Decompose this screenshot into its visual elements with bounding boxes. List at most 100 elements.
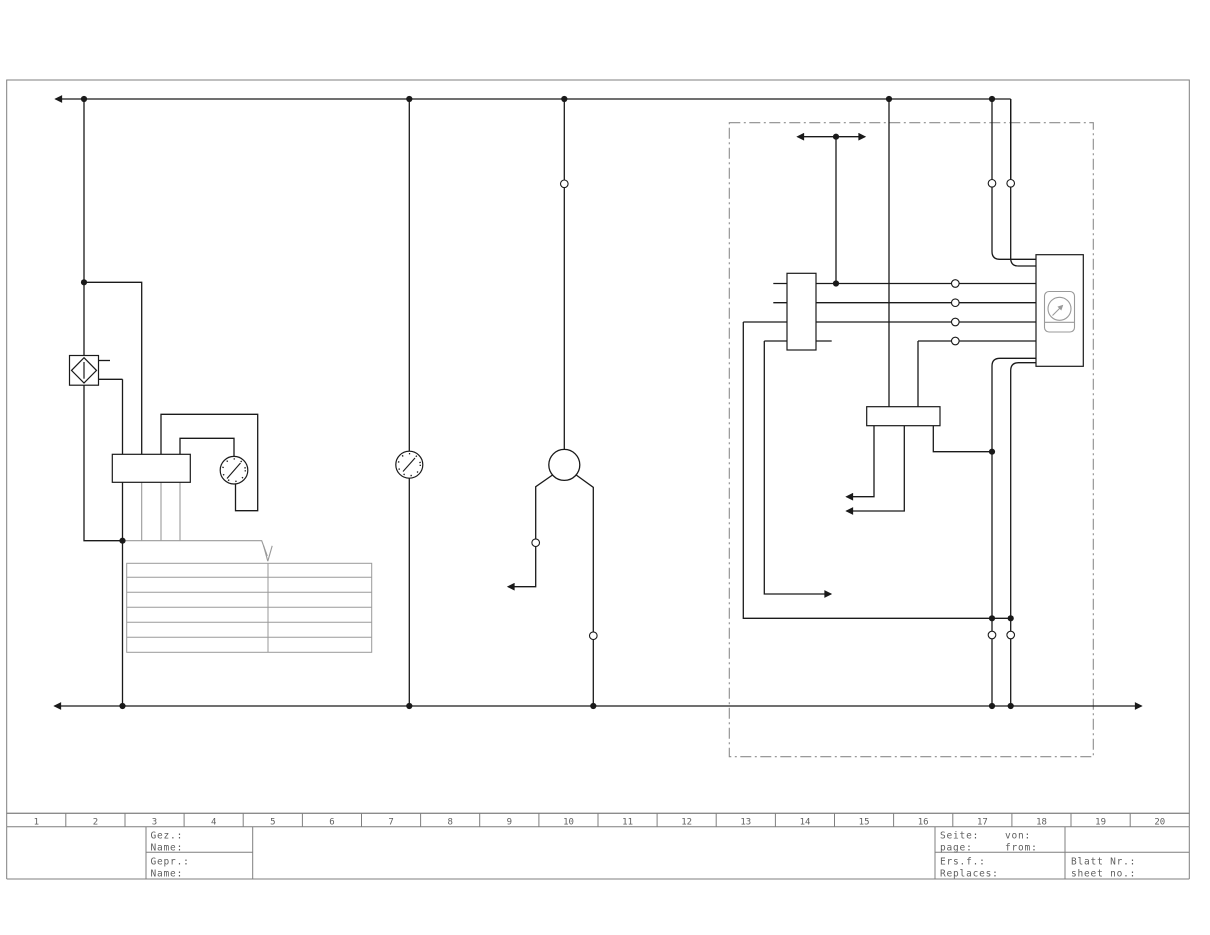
filter-output-wire (98, 378, 124, 706)
ersf-label: Ers.f.: (940, 857, 986, 868)
junction-leg-2 (845, 425, 905, 515)
control-block (111, 453, 191, 483)
gez-label: Gez.: (151, 831, 184, 842)
ruler-number: 5 (270, 818, 275, 828)
filter-branch-wire (83, 99, 123, 542)
contact-icon (987, 178, 997, 188)
from-label: from: (1005, 843, 1038, 854)
junction-dot (988, 702, 996, 710)
ruler-number: 2 (93, 818, 98, 828)
junction-dot (988, 95, 996, 103)
ruler-number: 13 (740, 818, 751, 828)
junction-dot (988, 615, 996, 622)
enclosure-boundary (728, 122, 1094, 758)
junction-dot (988, 448, 996, 455)
gauge1-loop-b (179, 437, 235, 457)
signal-line-4 (917, 340, 1036, 407)
table-pointer-line (122, 540, 268, 557)
controller-return-a (991, 357, 1036, 706)
ruler-number: 15 (859, 818, 870, 828)
controller-display-icon (1043, 290, 1076, 333)
filter-diamond-icon (70, 356, 98, 384)
ruler-number: 17 (977, 818, 988, 828)
gauge1-loop-a (160, 413, 259, 512)
filter-symbol (68, 354, 100, 386)
ruler-strip (6, 812, 1190, 828)
ruler-number: 18 (1036, 818, 1047, 828)
ruler-number: 6 (329, 818, 334, 828)
controller-feed-a (991, 99, 1036, 260)
von-label: von: (1005, 831, 1031, 842)
control-block-gray-leads (141, 482, 181, 541)
title-block (6, 826, 1190, 880)
ruler-number: 4 (211, 818, 216, 828)
junction-dots (80, 95, 1014, 710)
enclosure-return-loop (742, 322, 1011, 619)
gepr-label: Gepr.: (151, 857, 190, 868)
contact-icon (1006, 630, 1016, 640)
gauge2-ticks-icon (397, 453, 421, 477)
junction-dot (119, 537, 126, 544)
junction-dot (885, 95, 893, 103)
title-block-grid (6, 826, 1190, 880)
terminal-left-stubs (743, 282, 787, 342)
gauge-2 (395, 450, 424, 479)
controller-body (1035, 254, 1084, 367)
junction-dot (406, 702, 413, 710)
contact-icon (950, 317, 960, 327)
seite-label: Seite: (940, 831, 979, 842)
ruler-grid (6, 812, 1190, 828)
controller-feed-b (1010, 99, 1036, 267)
terminal-strip (786, 272, 817, 351)
enclosure-arrow-branch (763, 341, 833, 598)
contact-icon (950, 298, 960, 308)
filter-branch-tap (84, 281, 143, 455)
junction-dot (80, 279, 88, 286)
junction-leg-1 (845, 425, 875, 501)
contact-icon (531, 538, 541, 548)
controller-return-b (1010, 362, 1036, 706)
ruler-number: 9 (507, 818, 512, 828)
gauge-1 (219, 455, 249, 485)
ruler-number: 20 (1154, 818, 1165, 828)
sheet-no-label: sheet no.: (1071, 869, 1136, 880)
junction-dot (80, 95, 88, 103)
gez-name-label: Name: (151, 843, 184, 854)
junction-dot (1007, 615, 1014, 622)
gauge1-ticks-icon (221, 458, 246, 483)
ruler-number: 8 (447, 818, 452, 828)
contact-icon (950, 336, 960, 346)
contact-icon (1006, 178, 1016, 188)
pump-symbol (548, 448, 581, 482)
ruler-number: 7 (388, 818, 393, 828)
ruler-number: 12 (681, 818, 692, 828)
table-pointer-arrowhead (263, 545, 273, 562)
ruler-number: 19 (1095, 818, 1106, 828)
terminal-right-lines (816, 282, 1036, 342)
replaces-label: Replaces: (940, 869, 999, 880)
main-wires (53, 95, 1143, 710)
contact-icon (950, 279, 960, 288)
junction-dot (561, 95, 568, 103)
ruler-number: 14 (800, 818, 811, 828)
contact-icon (987, 630, 997, 640)
contact-icon (588, 631, 598, 641)
ruler-numbers: 1 2 3 4 5 6 7 8 9 10 11 12 13 14 15 16 1… (34, 818, 1166, 828)
junction-dot (406, 95, 413, 103)
filter-body (68, 354, 100, 386)
ruler-number: 10 (563, 818, 574, 828)
aux-wires (122, 482, 273, 562)
junction-dot (590, 702, 597, 710)
controller-gauge-icon (1047, 296, 1072, 321)
junction-dot (832, 280, 840, 287)
ruler-number: 1 (34, 818, 39, 828)
gauge2-needle-icon (402, 457, 416, 472)
controller-needle-icon (1052, 304, 1064, 316)
gauge1-needle-icon (226, 462, 241, 479)
connection-table-rows (126, 576, 372, 638)
pump-leg-left (506, 474, 553, 591)
junction-dot (1007, 702, 1014, 710)
ruler-number: 11 (622, 818, 633, 828)
junction-block (866, 406, 941, 427)
